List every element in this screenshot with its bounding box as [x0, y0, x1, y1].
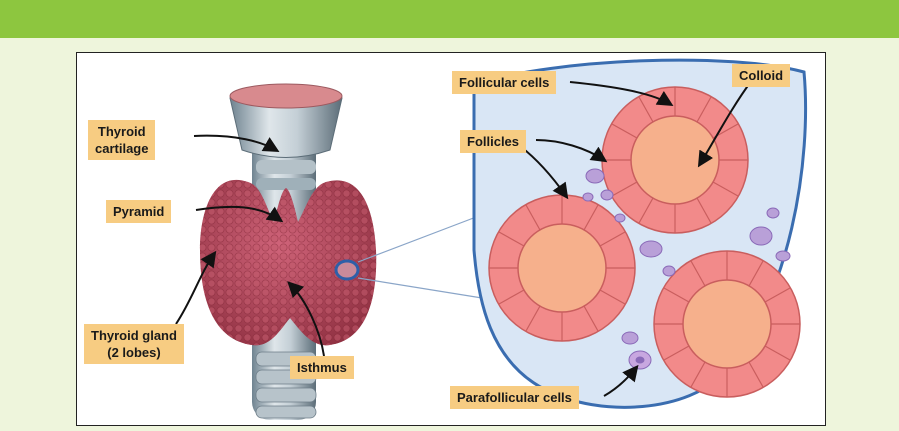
- label-pyramid: Pyramid: [106, 200, 171, 223]
- label-colloid: Colloid: [732, 64, 790, 87]
- label-isthmus: Isthmus: [290, 356, 354, 379]
- label-follicles: Follicles: [460, 130, 526, 153]
- label-follicular-cells: Follicular cells: [452, 71, 556, 94]
- follicle-bottom-right: [654, 251, 800, 397]
- follicle-top-right: [602, 87, 748, 233]
- follicle-left: [489, 195, 635, 341]
- zoom-line-lower: [358, 278, 482, 298]
- zoom-line-upper: [358, 214, 484, 262]
- label-thyroid-gland: Thyroid gland (2 lobes): [84, 324, 184, 364]
- label-parafollicular-cells: Parafollicular cells: [450, 386, 579, 409]
- label-thyroid-cartilage: Thyroid cartilage: [88, 120, 155, 160]
